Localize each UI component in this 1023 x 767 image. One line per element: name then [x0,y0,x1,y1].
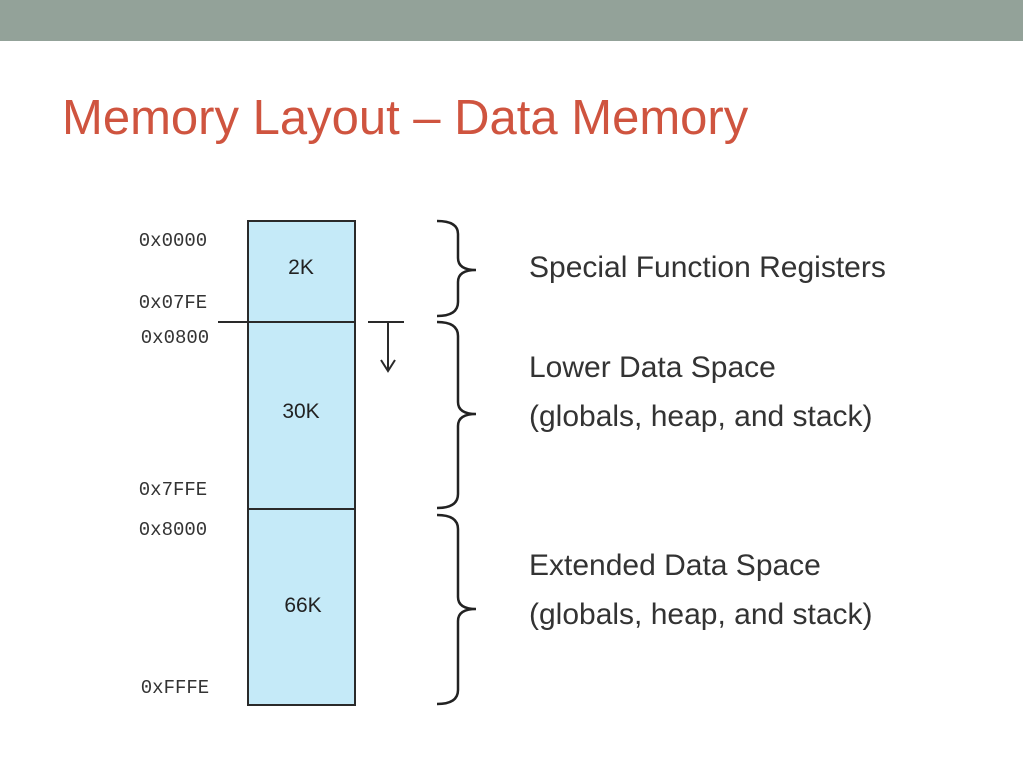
down-arrow-icon [368,321,404,373]
region-description-extended: Extended Data Space (globals, heap, and … [529,541,873,639]
memory-block-extended [247,508,356,706]
region-description-line: (globals, heap, and stack) [529,400,873,433]
address-label: 0x0000 [139,230,207,252]
memory-block-lower [247,321,356,510]
address-label: 0x0800 [141,327,209,349]
block-size-label: 2K [288,256,314,279]
address-label: 0x8000 [139,519,207,541]
curly-brace-extended [436,513,477,706]
region-description-line: Special Function Registers [529,251,886,284]
address-label: 0x07FE [139,292,207,314]
curly-brace-lower [436,320,477,510]
block-size-label: 66K [284,594,321,617]
region-description-line: Extended Data Space [529,549,821,582]
address-label: 0x7FFE [139,479,207,501]
region-description-lower: Lower Data Space (globals, heap, and sta… [529,343,873,441]
slide-title: Memory Layout – Data Memory [62,91,749,145]
curly-brace-sfr [436,219,477,318]
block-size-label: 30K [282,400,319,423]
region-description-line: Lower Data Space [529,351,776,384]
region-description-line: (globals, heap, and stack) [529,598,873,631]
top-accent-bar [0,0,1023,41]
region-description-sfr: Special Function Registers [529,243,886,292]
address-label: 0xFFFE [141,677,209,699]
